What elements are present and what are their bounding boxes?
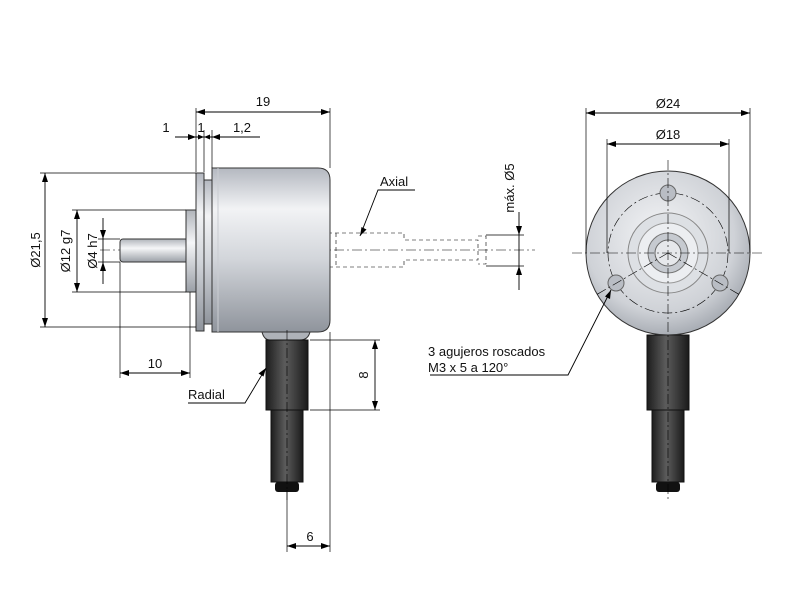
label-axial: Axial [380,174,408,189]
side-view: 19 1 1 1,2 Ø21,5 Ø12 g7 Ø4 h7 [28,94,535,552]
leader-holes [430,289,612,376]
dim-front-outer: Ø24 [656,96,681,111]
dim-shaft-diameter: Ø4 h7 [85,233,100,268]
label-holes-line1: 3 agujeros roscados [428,344,546,359]
flange-step [203,179,213,325]
dim-cable-height: 8 [356,371,371,378]
dim-shaft-length: 10 [148,356,162,371]
dim-overall-length: 19 [256,94,270,109]
dim-axial-max: máx. Ø5 [502,163,517,212]
dim-body-diameter: Ø21,5 [28,232,43,267]
front-view: Ø24 Ø18 3 agujeros roscados M3 x 5 a 120… [428,96,764,500]
dim-flange-3: 1,2 [233,120,251,135]
encoder-body [211,167,331,333]
dim-cable-width: 6 [306,529,313,544]
shaft [119,238,193,263]
axial-cable-phantom [327,232,487,268]
leader-axial [359,189,415,237]
dim-flange-2: 1 [197,120,204,135]
flange [195,172,205,332]
dim-pilot-diameter: Ø12 g7 [58,230,73,273]
leader-radial [188,367,267,404]
label-radial: Radial [188,387,225,402]
radial-cable [261,330,311,500]
dim-front-pcd: Ø18 [656,127,681,142]
dim-flange-1: 1 [162,120,169,135]
label-holes-line2: M3 x 5 a 120° [428,360,508,375]
